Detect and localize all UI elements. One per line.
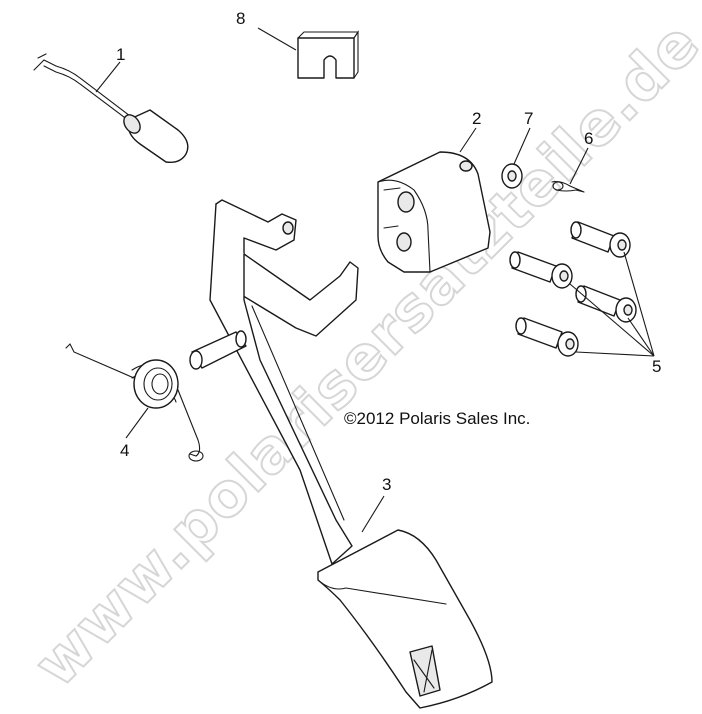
part-3-pedal [209, 199, 493, 709]
callouts: 1 8 2 7 6 5 4 3 [116, 9, 661, 494]
leader-8 [257, 27, 297, 51]
part-6-pin [551, 180, 585, 193]
part-8-clip [297, 30, 360, 79]
leader-5a [623, 251, 655, 357]
copyright-text: ©2012 Polaris Sales Inc. [344, 409, 530, 428]
callout-4: 4 [120, 441, 129, 460]
leader-4 [125, 407, 149, 439]
leader-5c [569, 283, 655, 357]
bolt-3 [575, 285, 637, 323]
bolt-1 [570, 221, 631, 258]
leader-2 [459, 127, 477, 153]
callout-5: 5 [652, 357, 661, 376]
callout-7: 7 [524, 109, 533, 128]
part-4-spring [65, 343, 204, 462]
bolt-4 [515, 317, 579, 357]
part-1-sensor [33, 53, 189, 164]
part-2-housing [377, 151, 491, 273]
pivot-pin [189, 330, 247, 370]
callout-3: 3 [382, 475, 391, 494]
callout-1: 1 [116, 45, 125, 64]
part-5-bolts [509, 221, 637, 357]
leader-6 [569, 147, 589, 185]
leader-5b [627, 317, 655, 357]
callout-8: 8 [236, 9, 245, 28]
leader-7 [513, 127, 531, 165]
leader-3 [361, 495, 385, 533]
leader-5d [575, 351, 655, 357]
callout-6: 6 [584, 129, 593, 148]
leader-1 [95, 61, 121, 93]
leader-lines [95, 27, 655, 533]
callout-2: 2 [472, 109, 481, 128]
bolt-2 [509, 251, 573, 289]
part-7-washer [501, 163, 523, 189]
